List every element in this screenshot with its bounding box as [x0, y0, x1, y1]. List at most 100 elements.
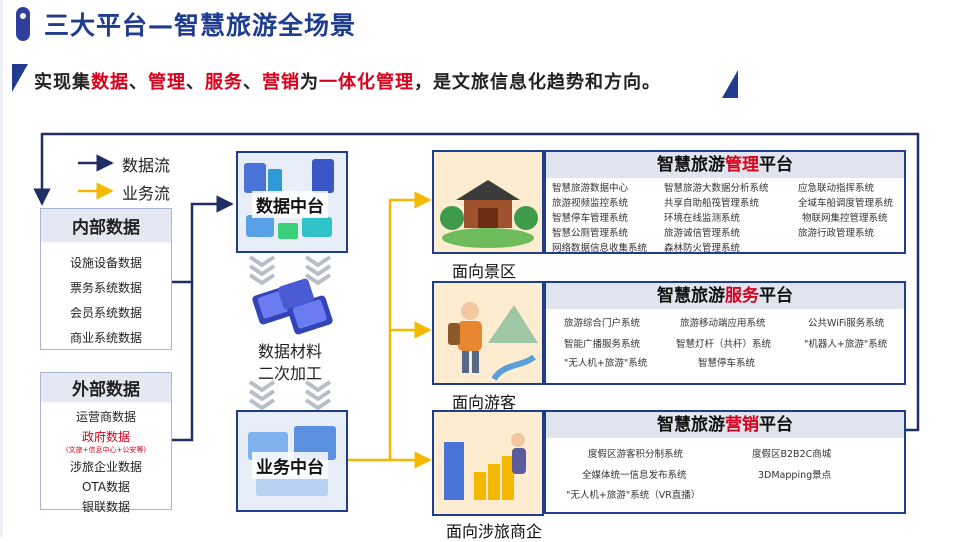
service-platform-panel: 智慧旅游服务平台 旅游综合门户系统 旅游移动端应用系统 公共WiFi服务系统 智… — [544, 281, 906, 385]
external-data-item: 银联数据 — [81, 500, 130, 514]
subtitle-part: 实现集 — [34, 72, 91, 93]
management-system: 全域车船调度管理系统 — [798, 198, 894, 209]
service-platform-title: 智慧旅游服务平台 — [546, 283, 904, 309]
service-system: 公共WiFi服务系统 — [808, 318, 885, 329]
management-system: 智慧旅游数据中心 — [552, 183, 629, 194]
subtitle-part: 为 — [300, 72, 319, 93]
external-to-datacenter-line — [170, 282, 194, 442]
marketing-platform-panel: 智慧旅游营销平台 度假区游客积分制系统 度假区B2B2C商城 全媒体统一信息发布… — [544, 410, 906, 514]
scenic-label: 面向景区 — [452, 262, 517, 281]
marketing-system: 度假区游客积分制系统 — [588, 449, 684, 460]
feedback-loop-line — [33, 132, 920, 432]
title-part: 平台 — [759, 155, 793, 175]
subtitle-keyword: 营销 — [262, 72, 300, 93]
subtitle: 实现集数据、管理、服务、营销为一体化管理，是文旅信息化趋势和方向。 — [34, 68, 661, 94]
title-part: 智慧旅游 — [657, 415, 725, 435]
title-accent-dot — [20, 13, 26, 19]
to-scenic-arrow — [388, 191, 432, 460]
management-platform-panel: 智慧旅游管理平台 智慧旅游数据中心 智慧旅游大数据分析系统 应急联动指挥系统 旅… — [544, 150, 906, 254]
tourist-hiker-illustration — [448, 302, 538, 381]
subtitle-keyword: 服务 — [205, 72, 243, 93]
management-system: 共享自助船筏管理系统 — [664, 198, 760, 209]
management-system: 网络数据信息收集系统 — [552, 243, 648, 254]
management-system: 物联网集控管理系统 — [802, 213, 888, 224]
internal-data-item: 会员系统数据 — [69, 306, 142, 320]
title-keyword: 服务 — [725, 286, 759, 306]
service-system: 智慧灯杆（共杆）系统 — [676, 339, 772, 350]
subtitle-part: 、 — [243, 72, 262, 93]
subtitle-left-mark — [12, 64, 28, 92]
scenic-scene-box — [432, 150, 544, 254]
legend-data-flow-label: 数据流 — [122, 156, 171, 175]
title-part: 智慧旅游 — [657, 286, 725, 306]
management-system: 智慧停车管理系统 — [552, 213, 629, 224]
business-center-box: 业务中台 — [236, 410, 348, 512]
data-processing-text: 数据材料 二次加工 — [248, 341, 332, 385]
subtitle-part: 、 — [129, 72, 148, 93]
marketing-system: 3DMapping景点 — [758, 470, 832, 481]
title-part: 平台 — [759, 415, 793, 435]
marketing-system: 全媒体统一信息发布系统 — [582, 470, 687, 481]
external-data-item: 涉旅企业数据 — [69, 460, 142, 474]
down-chevrons-lower — [248, 380, 332, 411]
title-accent-bar — [16, 7, 30, 41]
internal-data-item: 设施设备数据 — [69, 256, 142, 270]
internal-data-box: 内部数据 设施设备数据 票务系统数据 会员系统数据 商业系统数据 — [40, 208, 172, 350]
internal-data-item: 票务系统数据 — [69, 281, 142, 295]
data-center-box: 数据中台 — [236, 151, 348, 253]
subtitle-keyword: 管理 — [148, 72, 186, 93]
management-system: 应急联动指挥系统 — [798, 183, 875, 194]
service-system: 旅游综合门户系统 — [564, 318, 641, 329]
external-data-box: 外部数据 运营商数据 政府数据 (文旅+信息中心+公安等) 涉旅企业数据 OTA… — [40, 372, 172, 514]
down-chevrons-upper — [248, 255, 332, 286]
page-title: 三大平台—智慧旅游全场景 — [44, 11, 357, 40]
scenic-temple-illustration — [440, 180, 538, 248]
business-center-label: 业务中台 — [252, 452, 328, 479]
business-label: 面向涉旅商企 — [446, 522, 543, 541]
marketing-system: 度假区B2B2C商城 — [752, 449, 832, 460]
marketing-system: "无人机+旅游"系统（VR直播） — [566, 490, 701, 501]
service-system: "机器人+旅游"系统 — [804, 339, 888, 350]
title-keyword: 营销 — [725, 415, 759, 435]
service-system: 智慧停车系统 — [698, 358, 756, 369]
internal-to-datacenter-line — [170, 195, 234, 284]
internal-data-title: 内部数据 — [41, 209, 171, 242]
management-system: 旅游行政管理系统 — [798, 228, 875, 239]
external-data-gov-note: (文旅+信息中心+公安等) — [65, 446, 147, 454]
subtitle-part: ，是文旅信息化趋势和方向。 — [414, 72, 661, 93]
subtitle-keyword: 一体化管理 — [319, 72, 414, 93]
business-people-illustration — [444, 433, 526, 500]
data-cubes-illustration — [252, 278, 333, 335]
external-data-item: 运营商数据 — [75, 410, 136, 424]
data-center-label: 数据中台 — [252, 191, 328, 218]
legend-business-flow-label: 业务流 — [122, 184, 171, 203]
subtitle-right-mark — [722, 70, 738, 98]
left-edge-strip — [0, 0, 3, 537]
service-system: "无人机+旅游"系统 — [564, 358, 648, 369]
title-keyword: 管理 — [725, 155, 759, 175]
data-processing-line2: 二次加工 — [257, 364, 322, 383]
external-data-title: 外部数据 — [41, 373, 171, 402]
management-system: 旅游诚信管理系统 — [664, 228, 741, 239]
business-scene-box — [432, 410, 544, 516]
management-system: 环境在线监测系统 — [664, 213, 741, 224]
subtitle-part: 、 — [186, 72, 205, 93]
business-center-illustration — [248, 426, 336, 496]
tourist-label: 面向游客 — [452, 393, 517, 412]
external-data-item-gov: 政府数据 — [81, 430, 130, 444]
data-center-illustration — [244, 159, 334, 239]
external-data-item: OTA数据 — [81, 480, 131, 494]
service-system: 智能广播服务系统 — [564, 339, 641, 350]
management-system: 森林防火管理系统 — [664, 243, 741, 254]
marketing-platform-title: 智慧旅游营销平台 — [546, 412, 904, 438]
subtitle-keyword: 数据 — [91, 72, 129, 93]
management-system: 智慧公厕管理系统 — [552, 228, 629, 239]
management-system: 智慧旅游大数据分析系统 — [664, 183, 769, 194]
internal-data-item: 商业系统数据 — [69, 331, 142, 345]
data-processing-line1: 数据材料 — [257, 342, 322, 361]
management-platform-title: 智慧旅游管理平台 — [546, 152, 904, 178]
title-part: 智慧旅游 — [657, 155, 725, 175]
management-system: 旅游视频监控系统 — [552, 198, 629, 209]
tourist-scene-box — [432, 281, 544, 385]
